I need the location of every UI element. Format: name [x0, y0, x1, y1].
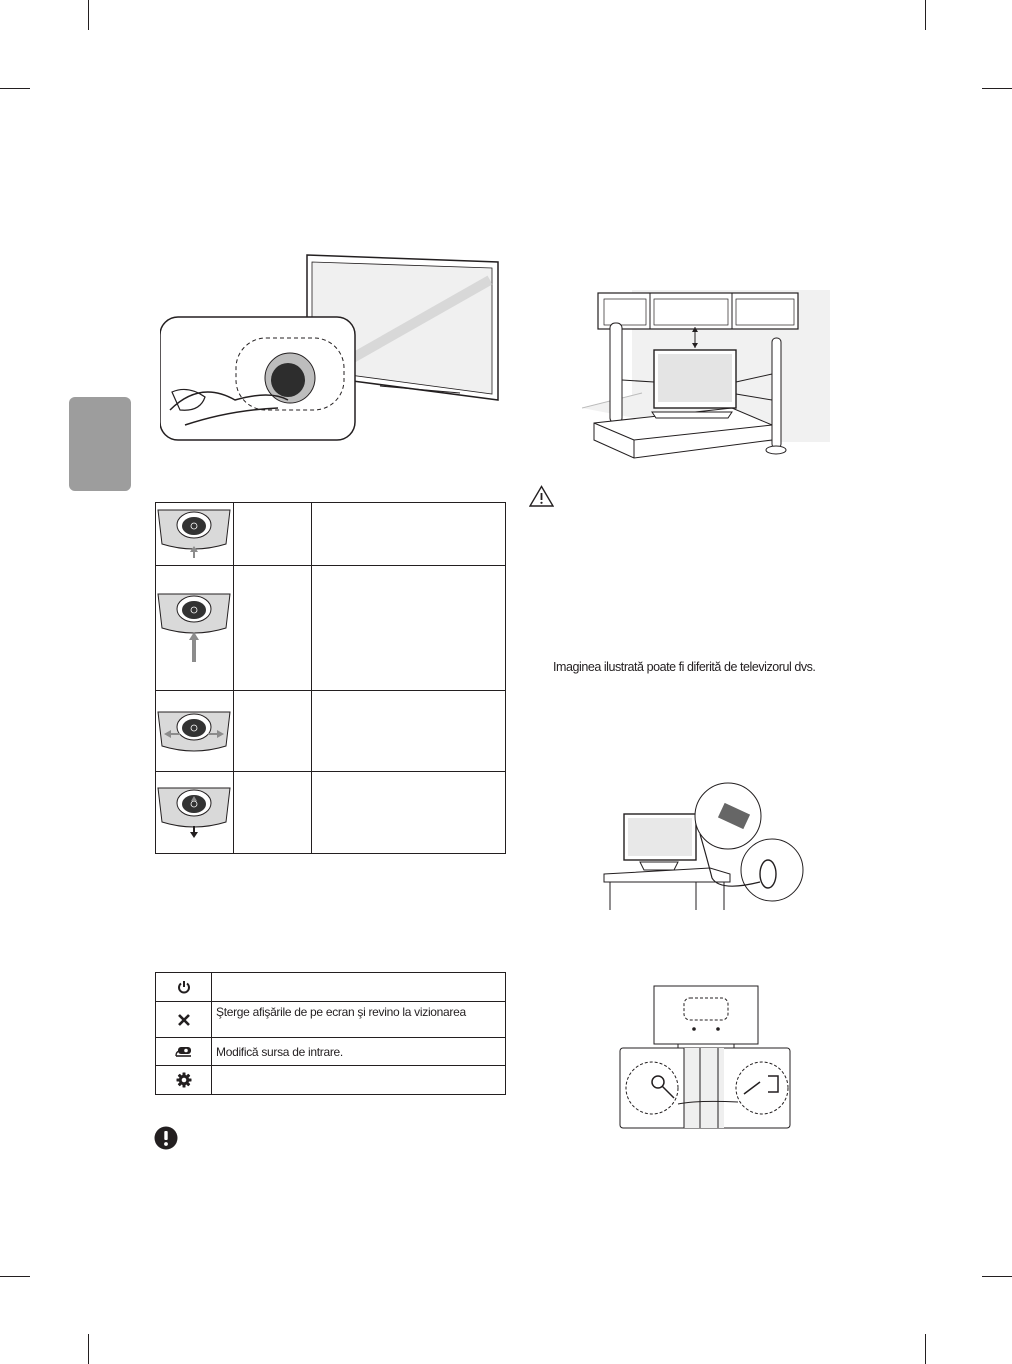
- crop-mark: [88, 1334, 89, 1364]
- joystick-down-icon: [155, 771, 234, 854]
- tv-installation-clearance-illustration: [582, 290, 830, 459]
- illustration-disclaimer-caption: Imaginea ilustrată poate fi diferită de …: [553, 660, 816, 674]
- table-row: [155, 690, 506, 772]
- table-row: [155, 972, 506, 1002]
- joystick-description-cell: [311, 565, 506, 691]
- security-lock-illustration: [603, 782, 804, 910]
- table-row: [155, 565, 506, 691]
- menu-row-text: Şterge afişările de pe ecran şi revino l…: [211, 1001, 506, 1038]
- joystick-hold-up-icon: [155, 565, 234, 691]
- table-row: [155, 1065, 506, 1095]
- crop-mark: [925, 1334, 926, 1364]
- joystick-description-cell: [311, 690, 506, 772]
- joystick-left-right-icon: [155, 690, 234, 772]
- input-source-icon: [155, 1037, 212, 1066]
- settings-gear-icon: [155, 1065, 212, 1095]
- table-row: Şterge afişările de pe ecran şi revino l…: [155, 1001, 506, 1038]
- joystick-function-cell: [233, 771, 312, 854]
- warning-icon: [529, 485, 554, 507]
- menu-options-table: Şterge afişările de pe ecran şi revino l…: [155, 972, 506, 1095]
- close-x-icon: [155, 1001, 212, 1038]
- table-row: [155, 502, 506, 566]
- menu-row-text: [211, 972, 506, 1002]
- table-row: [155, 771, 506, 854]
- crop-mark: [925, 0, 926, 30]
- table-row: Modifică sursa de intrare.: [155, 1037, 506, 1066]
- crop-mark: [0, 1276, 30, 1277]
- joystick-description-cell: [311, 771, 506, 854]
- tv-joystick-illustration: [160, 254, 499, 441]
- language-side-tab: [69, 397, 131, 491]
- joystick-function-cell: [233, 502, 312, 566]
- wall-anchor-illustration: [619, 985, 791, 1129]
- joystick-function-cell: [233, 690, 312, 772]
- power-icon: [155, 972, 212, 1002]
- menu-row-text: [211, 1065, 506, 1095]
- crop-mark: [982, 88, 1012, 89]
- crop-mark: [0, 88, 30, 89]
- note-icon: [154, 1126, 178, 1150]
- joystick-function-table: [155, 502, 506, 854]
- crop-mark: [982, 1276, 1012, 1277]
- menu-row-text: Modifică sursa de intrare.: [211, 1037, 506, 1066]
- joystick-function-cell: [233, 565, 312, 691]
- joystick-description-cell: [311, 502, 506, 566]
- joystick-press-up-icon: [155, 502, 234, 566]
- crop-mark: [88, 0, 89, 30]
